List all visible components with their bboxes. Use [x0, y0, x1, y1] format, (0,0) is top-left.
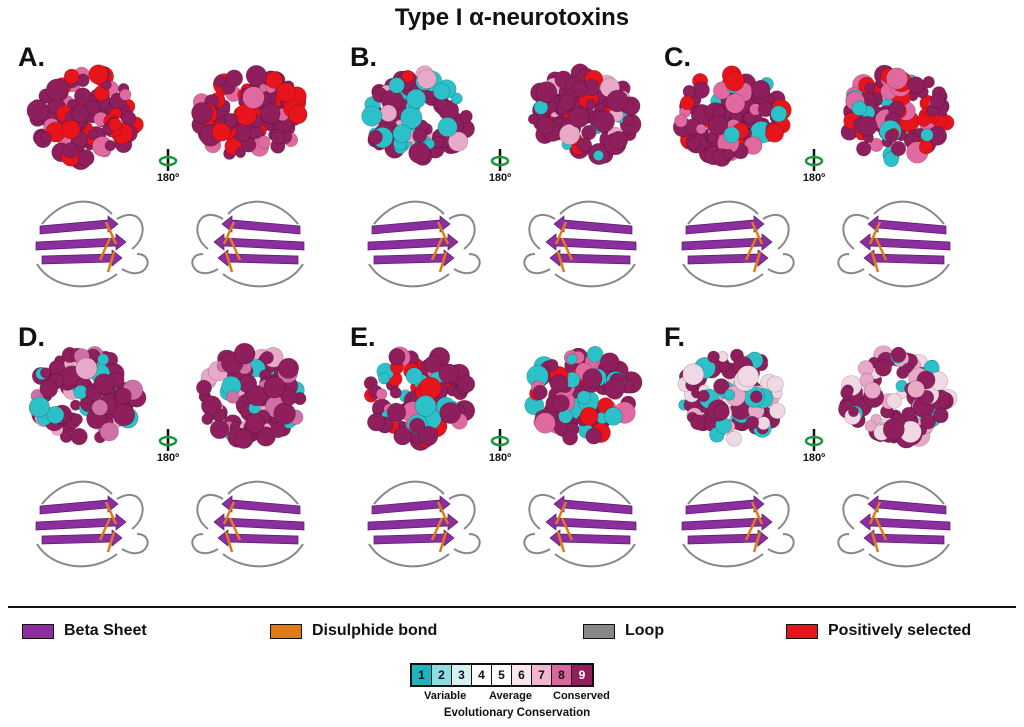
rotation-indicator: 180º: [480, 148, 520, 184]
ribbon-view-back: [510, 474, 650, 579]
surface-view-front: [350, 340, 485, 457]
surface-view-back: [183, 340, 318, 457]
surface-view-front: [664, 60, 799, 177]
rotation-label: 180º: [488, 452, 512, 464]
panel-f: F. 180º: [664, 322, 994, 622]
rotation-label: 180º: [802, 172, 826, 184]
positively-selected-swatch: [786, 623, 818, 639]
legend-beta-sheet-label: Beta Sheet: [64, 622, 147, 639]
legend-positively-selected-label: Positively selected: [828, 622, 972, 639]
scale-cell-9: 9: [572, 665, 592, 685]
rotation-label: 180º: [488, 172, 512, 184]
panel-a: A. 180º: [18, 42, 348, 342]
scale-cell-6: 6: [512, 665, 532, 685]
surface-view-back: [829, 60, 964, 177]
divider: [8, 606, 1016, 608]
panel-label: A.: [18, 42, 45, 72]
scale-caption: Evolutionary Conservation: [443, 707, 591, 719]
legend-positively-selected: Positively selected: [786, 621, 971, 641]
surface-view-back: [183, 60, 318, 177]
legend-loop: Loop: [583, 621, 664, 641]
panel-c: C. 180º: [664, 42, 994, 342]
figure-title: Type I α-neurotoxins: [394, 4, 630, 31]
ribbon-view-front: [668, 474, 808, 579]
ribbon-view-front: [22, 194, 162, 299]
panel-label: D.: [18, 322, 45, 352]
surface-view-front: [18, 60, 153, 177]
scale-cell-7: 7: [532, 665, 552, 685]
beta-sheet-swatch: [22, 623, 54, 639]
panel-b: B. 180º: [350, 42, 680, 342]
rotate-icon: [480, 428, 520, 452]
surface-view-front: [664, 340, 799, 457]
scale-cell-5: 5: [492, 665, 512, 685]
scale-cell-3: 3: [452, 665, 472, 685]
rotate-icon: [794, 148, 834, 172]
panel-e: E. 180º: [350, 322, 680, 622]
scale-cell-4: 4: [472, 665, 492, 685]
rotation-indicator: 180º: [794, 148, 834, 184]
legend-loop-label: Loop: [625, 622, 665, 639]
scale-cell-2: 2: [432, 665, 452, 685]
surface-view-front: [18, 340, 153, 457]
scale-mid-label: Average: [489, 690, 533, 702]
ribbon-view-back: [178, 194, 318, 299]
rotation-label: 180º: [156, 452, 180, 464]
rotate-icon: [480, 148, 520, 172]
rotation-indicator: 180º: [148, 428, 188, 464]
legend-disulphide-label: Disulphide bond: [312, 622, 438, 639]
ribbon-view-front: [354, 194, 494, 299]
ribbon-view-back: [824, 474, 964, 579]
loop-swatch: [583, 623, 615, 639]
panel-d: D. 180º: [18, 322, 348, 622]
scale-cell-1: 1: [412, 665, 432, 685]
rotate-icon: [148, 428, 188, 452]
rotation-indicator: 180º: [148, 148, 188, 184]
scale-low-label: Variable: [424, 690, 467, 702]
surface-view-back: [829, 340, 964, 457]
legend-disulphide: Disulphide bond: [270, 621, 437, 641]
panel-label: C.: [664, 42, 691, 72]
rotation-label: 180º: [802, 452, 826, 464]
ribbon-view-back: [824, 194, 964, 299]
rotation-indicator: 180º: [794, 428, 834, 464]
panel-label: B.: [350, 42, 377, 72]
panel-label: E.: [350, 322, 376, 352]
ribbon-view-front: [22, 474, 162, 579]
ribbon-view-front: [668, 194, 808, 299]
surface-view-back: [515, 340, 650, 457]
scale-high-label: Conserved: [553, 690, 610, 702]
rotate-icon: [148, 148, 188, 172]
ribbon-view-back: [510, 194, 650, 299]
legend-beta-sheet: Beta Sheet: [22, 621, 147, 641]
panel-label: F.: [664, 322, 686, 352]
scale-cell-8: 8: [552, 665, 572, 685]
ribbon-view-front: [354, 474, 494, 579]
rotation-label: 180º: [156, 172, 180, 184]
surface-view-back: [515, 60, 650, 177]
rotate-icon: [794, 428, 834, 452]
ribbon-view-back: [178, 474, 318, 579]
rotation-indicator: 180º: [480, 428, 520, 464]
surface-view-front: [350, 60, 485, 177]
disulphide-swatch: [270, 623, 302, 639]
